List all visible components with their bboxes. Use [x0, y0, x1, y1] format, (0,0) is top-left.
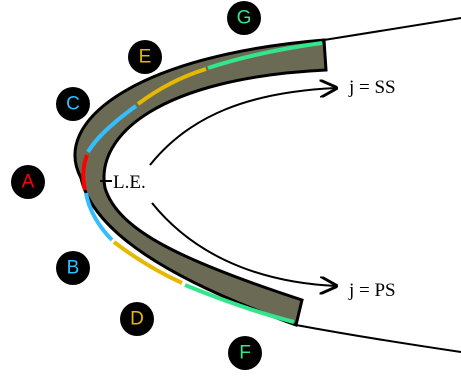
segment-letter-c: C	[66, 94, 80, 115]
pressure-side-arrow	[151, 202, 336, 286]
instrumented-band	[73, 38, 328, 327]
segment-badge-f	[228, 336, 262, 370]
segment-badge-d	[120, 302, 154, 336]
segment-strip-g	[207, 41, 323, 70]
segment-strip-b	[84, 192, 114, 242]
segment-label-g: G	[227, 1, 261, 35]
suction-side-label: j = SS	[348, 77, 396, 98]
segment-badge-c	[56, 87, 90, 121]
segment-strips	[81, 41, 323, 324]
segment-label-c: C	[56, 87, 90, 121]
leading-edge-label: L.E.	[113, 172, 146, 193]
segment-letter-g: G	[237, 8, 252, 29]
pressure-side-outline	[295, 324, 461, 353]
segment-letter-b: B	[67, 258, 80, 279]
segment-letter-d: D	[130, 309, 144, 330]
segment-strip-d	[112, 240, 183, 285]
segment-badge-e	[128, 40, 162, 74]
segment-badge-b	[56, 251, 90, 285]
segment-letter-e: E	[139, 47, 152, 68]
segment-label-a: A	[11, 165, 45, 199]
segment-badge-a	[11, 165, 45, 199]
segment-strip-e	[136, 67, 207, 106]
segment-strip-c	[86, 104, 138, 154]
segment-label-b: B	[56, 251, 90, 285]
segment-label-d: D	[120, 302, 154, 336]
segment-strip-a	[81, 154, 89, 191]
segment-letter-a: A	[22, 172, 35, 193]
segment-label-f: F	[228, 336, 262, 370]
suction-side-arrow	[149, 88, 336, 166]
suction-side-outline	[323, 17, 461, 41]
segment-strip-f	[184, 283, 295, 324]
segment-badge-g	[227, 1, 261, 35]
segment-letter-f: F	[239, 343, 251, 364]
segment-label-e: E	[128, 40, 162, 74]
pressure-side-label: j = PS	[348, 280, 396, 301]
